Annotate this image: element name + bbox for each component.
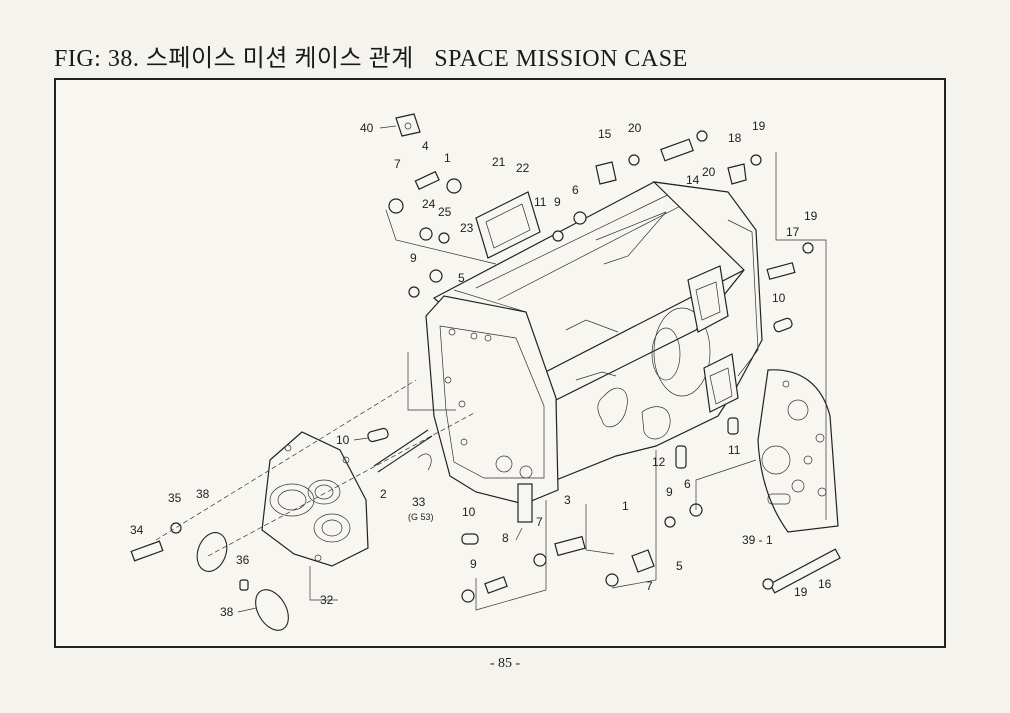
callout-25: 25 (438, 205, 452, 219)
mission-case-body (425, 181, 763, 541)
callout-22: 22 (516, 161, 530, 175)
exploded-parts-diagram: 40 7 4 1 21 22 15 20 14 20 18 19 24 25 2… (130, 113, 841, 631)
korean-title: 스페이스 미션 케이스 관계 (145, 46, 414, 72)
callout-34: 34 (130, 523, 144, 537)
callout-7c: 7 (646, 579, 653, 593)
callout-9b: 9 (410, 251, 417, 265)
callout-12: 12 (652, 455, 666, 469)
callout-5: 5 (458, 271, 465, 285)
callout-3: 3 (564, 493, 571, 507)
callout-19c: 19 (794, 585, 808, 599)
callout-10b: 10 (336, 433, 350, 447)
callout-20: 20 (628, 121, 642, 135)
callout-39-1: 39 - 1 (742, 533, 773, 547)
callout-14: 14 (686, 173, 700, 187)
callout-1: 1 (444, 151, 451, 165)
callout-16: 16 (818, 577, 832, 591)
callout-11b: 11 (728, 443, 741, 457)
callout-19a: 19 (752, 119, 766, 133)
callout-4: 4 (422, 139, 429, 153)
callout-9c: 9 (470, 557, 477, 571)
callout-1b: 1 (622, 499, 629, 513)
callout-10c: 10 (462, 505, 476, 519)
callout-15: 15 (598, 127, 612, 141)
callout-36: 36 (236, 553, 250, 567)
callout-40: 40 (360, 121, 374, 135)
callout-6b: 6 (684, 477, 691, 491)
assembly-lines (155, 152, 827, 611)
callout-2: 2 (380, 487, 387, 501)
page-number: - 85 - (489, 656, 521, 671)
callout-33: 33 (412, 495, 426, 509)
figure-number: FIG: 38. (54, 46, 140, 72)
callout-20b: 20 (702, 165, 716, 179)
figure-title: FIG: 38. 스페이스 미션 케이스 관계 SPACE MISSION CA… (54, 38, 688, 73)
front-cover (261, 431, 369, 567)
callout-9: 9 (554, 195, 561, 209)
callout-6: 6 (572, 183, 579, 197)
callout-9d: 9 (666, 485, 673, 499)
callout-24: 24 (422, 197, 436, 211)
callout-19b: 19 (804, 209, 818, 223)
callout-7b: 7 (536, 515, 543, 529)
callout-21: 21 (492, 155, 506, 169)
callout-10a: 10 (772, 291, 786, 305)
callout-18: 18 (728, 131, 742, 145)
callout-5b: 5 (676, 559, 683, 573)
gasket-plate (757, 369, 839, 533)
callout-38b: 38 (220, 605, 234, 619)
callout-17: 17 (786, 225, 800, 239)
callout-23: 23 (460, 221, 474, 235)
callout-32: 32 (320, 593, 334, 607)
callout-g53: (G 53) (408, 512, 434, 522)
callout-7: 7 (394, 157, 401, 171)
callout-labels: 40 7 4 1 21 22 15 20 14 20 18 19 24 25 2… (130, 119, 832, 619)
callout-8: 8 (502, 531, 509, 545)
small-parts (130, 113, 841, 631)
callout-11: 11 (534, 195, 547, 209)
english-title: SPACE MISSION CASE (434, 46, 688, 72)
diagram-frame: 40 7 4 1 21 22 15 20 14 20 18 19 24 25 2… (54, 78, 946, 648)
callout-35: 35 (168, 491, 182, 505)
callout-38a: 38 (196, 487, 210, 501)
